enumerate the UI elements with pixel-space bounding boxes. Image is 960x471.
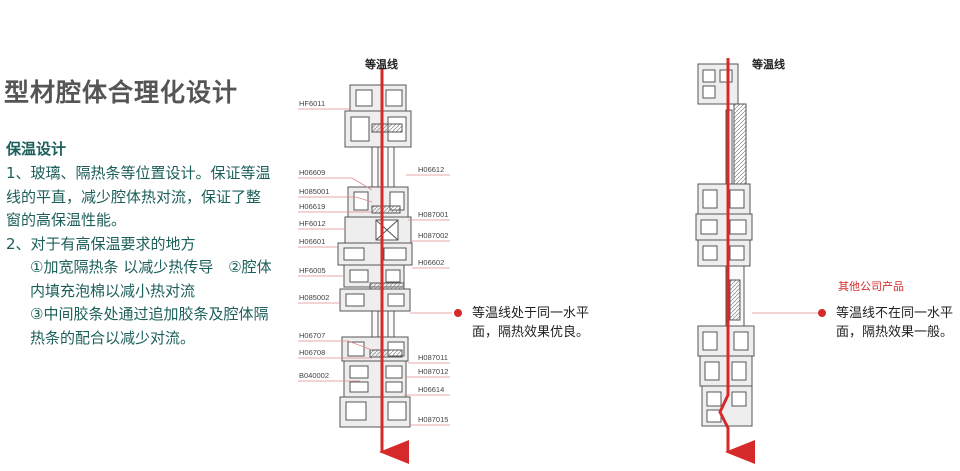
code-right-2: H087002 — [418, 231, 448, 240]
page-title: 型材腔体合理化设计 — [4, 78, 239, 107]
code-left-9: H06708 — [299, 348, 325, 357]
right-note-line-1: 等温线不在同一水平 — [836, 306, 954, 321]
code-left-7: H085002 — [299, 293, 329, 302]
code-right-3: H06602 — [418, 258, 444, 267]
bullet-dot-icon — [818, 308, 826, 317]
code-right-0: H06612 — [418, 165, 444, 174]
section-subtitle: 保温设计 — [6, 140, 67, 158]
right-note: 等温线不在同一水平 面，隔热效果一般。 — [818, 304, 953, 342]
right-note-line-2: 面，隔热效果一般。 — [836, 325, 954, 340]
left-isotherm-label: 等温线 — [365, 58, 398, 71]
paragraph-1: 1、玻璃、隔热条等位置设计。保证等温线的平直，减少腔体热对流，保证了整窗的高保温… — [6, 164, 271, 229]
code-right-7: H087015 — [418, 415, 448, 424]
left-profile-section — [337, 84, 413, 428]
code-left-2: H085001 — [299, 187, 329, 196]
code-left-4: HF6012 — [299, 219, 326, 228]
right-isotherm-label: 等温线 — [752, 58, 785, 71]
left-note: 等温线处于同一水平 面，隔热效果优良。 — [454, 304, 589, 342]
code-left-3: H06619 — [299, 202, 325, 211]
left-leader-lines — [298, 108, 450, 426]
code-right-4: H087011 — [418, 353, 448, 362]
code-left-8: H06707 — [299, 331, 325, 340]
left-note-line-2: 面，隔热效果优良。 — [472, 325, 590, 340]
code-left-6: HF6005 — [299, 266, 326, 275]
code-right-1: H087001 — [418, 210, 448, 219]
description-text: 1、玻璃、隔热条等位置设计。保证等温线的平直，减少腔体热对流，保证了整窗的高保温… — [6, 162, 274, 350]
paragraph-4: ③中间胶条处通过追加胶条及腔体隔热条的配合以减少对流。 — [30, 305, 269, 347]
bullet-dot-icon — [454, 308, 462, 317]
code-left-10: B040002 — [299, 371, 329, 380]
code-right-6: H06614 — [418, 385, 444, 394]
paragraph-3: ①加宽隔热条 以减少热传导 ②腔体内填充泡棉以减小热对流 — [30, 258, 272, 300]
code-left-5: H06601 — [299, 237, 325, 246]
right-isotherm-line — [718, 58, 755, 464]
paragraph-2: 2、对于有高保温要求的地方 — [6, 234, 196, 253]
code-left-1: H06609 — [299, 168, 325, 177]
code-right-5: H087012 — [418, 367, 448, 376]
left-note-line-1: 等温线处于同一水平 — [472, 306, 590, 321]
code-left-0: HF6011 — [299, 99, 325, 108]
other-company-label: 其他公司产品 — [838, 280, 904, 293]
right-profile-section — [695, 63, 755, 427]
